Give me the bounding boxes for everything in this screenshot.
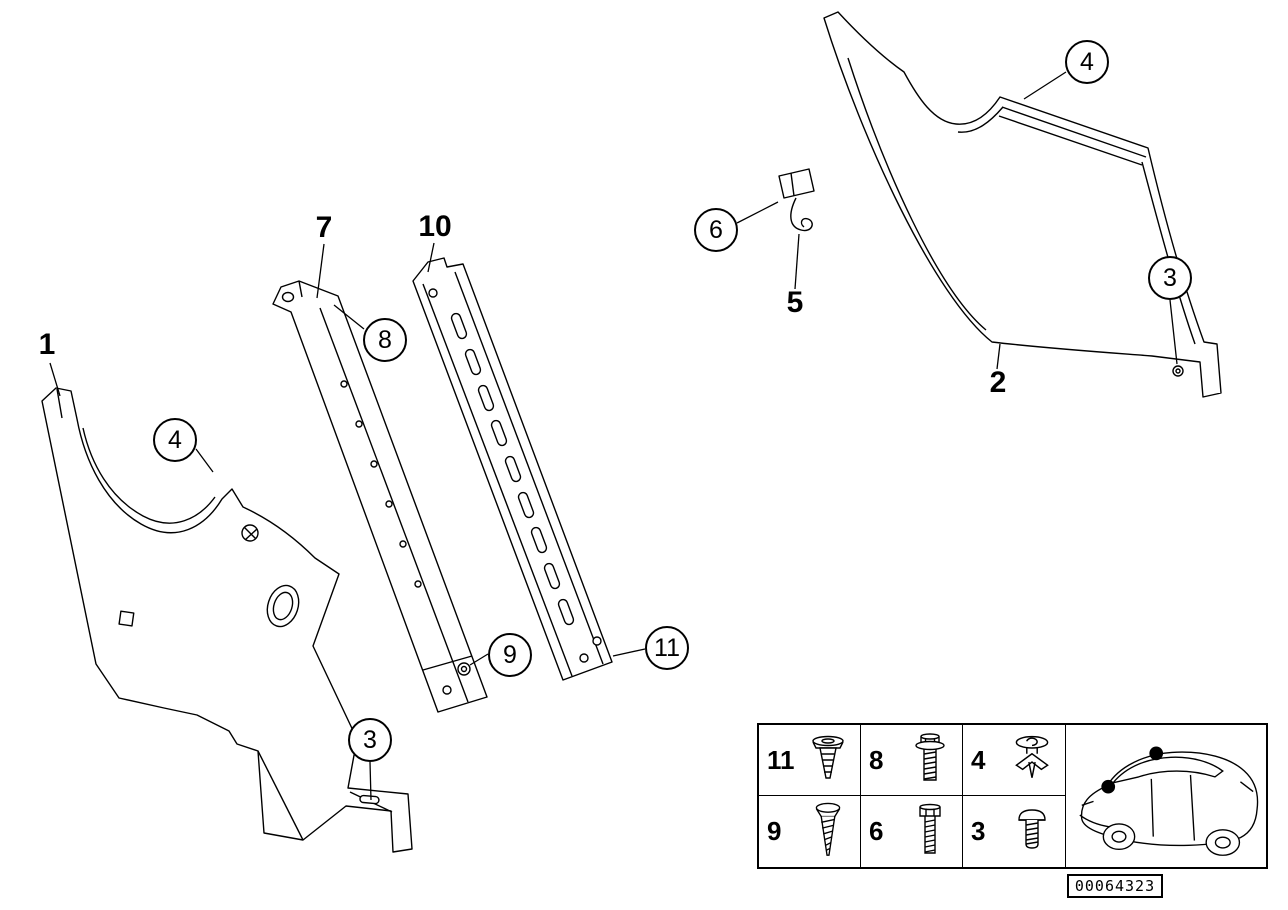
trim-panel-left-part-1 [41,387,413,853]
legend-cell-6: 6 [861,796,963,867]
slotted-rail-part-10 [412,257,613,681]
callout-4-left[interactable]: 4 [153,418,197,462]
callout-10[interactable]: 10 [418,210,452,243]
legend-label-11: 11 [767,744,795,775]
legend-label-4: 4 [971,744,986,775]
location-marker [1101,779,1116,794]
car-side-location-icon [1079,746,1259,856]
legend-label-9: 9 [767,816,782,846]
callout-8[interactable]: 8 [363,318,407,362]
drawing-number-box: 00064323 [1067,874,1163,898]
leader-lines [49,71,1178,801]
callout-3-right[interactable]: 3 [1148,256,1192,300]
legend-label-6: 6 [869,816,884,846]
blind-rivet-icon [811,735,844,779]
trim-panel-right-part-2 [823,11,1222,398]
pan-head-screw-icon [1018,808,1046,849]
legend-cell-3: 3 [963,796,1066,867]
retaining-clip-part-5 [778,168,815,232]
callout-11[interactable]: 11 [645,626,689,670]
drawing-number: 00064323 [1074,877,1156,895]
fastener-legend: 11 8 4 [757,723,1268,869]
callout-7[interactable]: 7 [315,211,333,244]
tapping-screw-icon [815,802,840,856]
legend-cell-8: 8 [861,725,963,796]
flange-bolt-icon [914,733,945,781]
callout-3-left[interactable]: 3 [348,718,392,762]
callout-1[interactable]: 1 [38,328,56,361]
location-marker [1149,746,1164,761]
expanding-rivet-icon [1015,735,1049,778]
callout-9[interactable]: 9 [488,633,532,677]
legend-cell-11: 11 [759,725,861,796]
legend-label-3: 3 [971,816,986,846]
callout-4-right[interactable]: 4 [1065,40,1109,84]
hex-bolt-icon [918,803,941,854]
legend-label-8: 8 [869,744,884,775]
callout-2[interactable]: 2 [989,366,1007,399]
callout-6[interactable]: 6 [694,208,738,252]
legend-cell-4: 4 [963,725,1066,796]
legend-cell-9: 9 [759,796,861,867]
callout-5[interactable]: 5 [786,286,804,319]
car-location-cell [1066,725,1266,867]
